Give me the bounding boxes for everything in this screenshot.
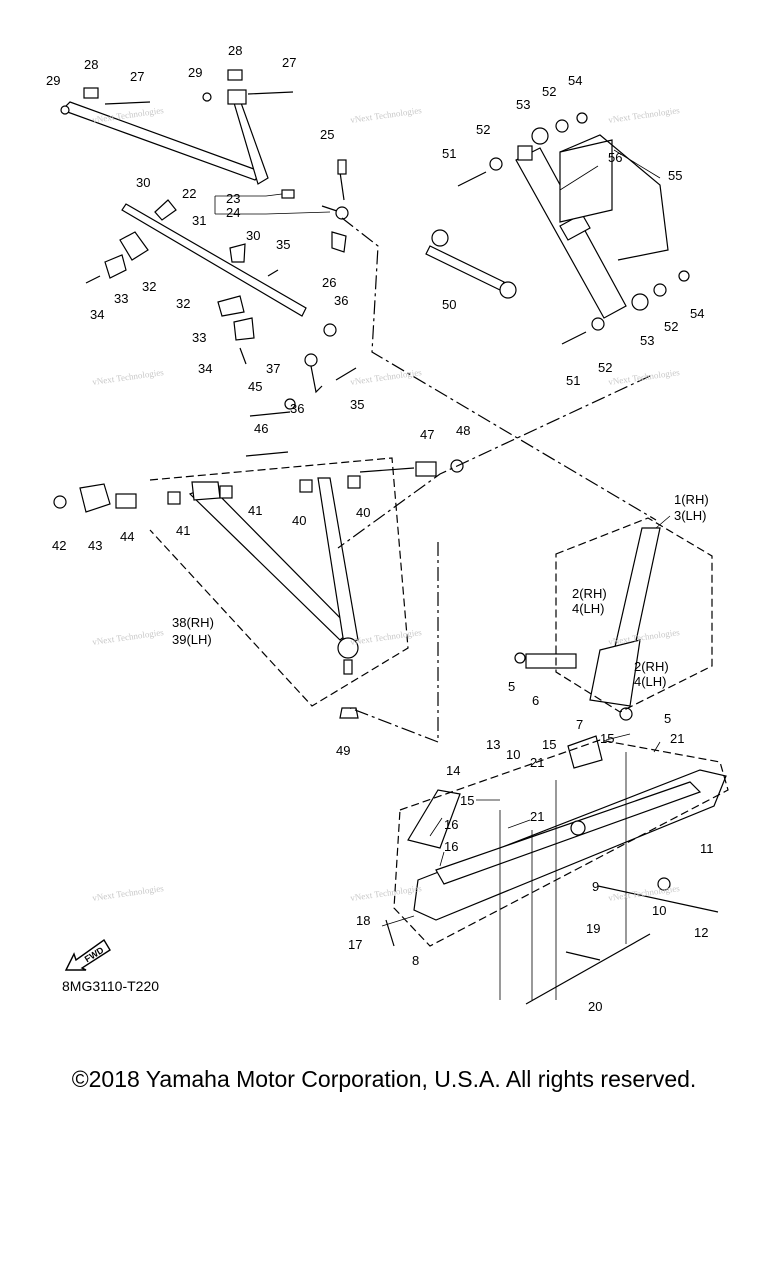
callout-53-upper: 53 [516,97,531,112]
callout-15-mid: 15 [460,793,475,808]
callout-36-lower: 36 [290,401,305,416]
callout-31: 31 [192,213,207,228]
callout-29-right: 29 [188,65,203,80]
callout-32-left: 32 [142,279,157,294]
callout-16-upper: 16 [444,817,459,832]
callout-52-upper-right: 52 [542,84,557,99]
forward-arrow-icon: FWD [64,938,111,971]
callout-37: 37 [266,361,281,376]
callout-43: 43 [88,538,103,553]
callout-51-lower: 51 [566,373,581,388]
callout-48: 48 [456,423,471,438]
callout-28-left: 28 [84,57,99,72]
ski-boundary [393,739,729,947]
callout-33-left: 33 [114,291,129,306]
callout-21-top-right: 21 [670,731,685,746]
callout-41-right: 41 [248,503,263,518]
callout-8: 8 [412,953,420,968]
callout-34-mid: 34 [198,361,213,376]
callout-46: 46 [254,421,269,436]
callout-21-top: 21 [530,755,545,770]
callout-44: 44 [120,529,135,544]
callout-52-lower-left: 52 [598,360,613,375]
callout-30-left: 30 [136,175,151,190]
callout-49: 49 [336,743,351,758]
callout-34-left: 34 [90,307,105,322]
callout-11: 11 [700,841,714,856]
callout-45: 45 [248,379,263,394]
callout-23: 23 [226,191,241,206]
spindle [514,527,661,721]
callout-14: 14 [446,763,461,778]
diagram-code: 8MG3110-T220 [62,978,160,994]
callout-53-lower: 53 [640,333,655,348]
callout-7: 7 [576,717,584,732]
callout-16-lower: 16 [444,839,459,854]
reference-line [337,217,657,743]
callout-20: 20 [588,999,603,1014]
ski [385,735,727,1005]
callout-1-rh: 1(RH) [674,492,709,507]
callout-18: 18 [356,913,371,928]
callout-3-lh: 3(LH) [674,508,707,523]
copyright-notice: ©2018 Yamaha Motor Corporation, U.S.A. A… [71,1066,697,1092]
callout-32-mid: 32 [176,296,191,311]
callout-47: 47 [420,427,435,442]
callout-38-rh: 38(RH) [172,615,214,630]
callout-55: 55 [668,168,683,183]
callout-52-lower-right: 52 [664,319,679,334]
callout-50: 50 [442,297,457,312]
callout-19: 19 [586,921,601,936]
callout-28-right: 28 [228,43,243,58]
steering-arm-assembly [60,69,349,253]
callout-52-upper-left: 52 [476,122,491,137]
callout-27-left: 27 [130,69,145,84]
callout-12: 12 [694,925,709,940]
callout-35-upper: 35 [276,237,291,252]
leader-lines [214,149,671,1000]
tie-rod-assembly [85,199,357,410]
callout-27-right: 27 [282,55,297,70]
callout-35-lower: 35 [350,397,365,412]
callout-54-lower: 54 [690,306,705,321]
callout-2-rh-upper: 2(RH) [572,586,607,601]
callout-36-upper: 36 [334,293,349,308]
callout-51-upper: 51 [442,146,457,161]
callout-10-top: 10 [506,747,521,762]
callout-25: 25 [320,127,335,142]
shock-absorber [457,112,690,345]
callout-26: 26 [322,275,337,290]
callout-30-mid: 30 [246,228,261,243]
callout-17: 17 [348,937,363,952]
callout-29-left: 29 [46,73,61,88]
tool-part-50 [425,229,517,299]
callout-4-lh-upper: 4(LH) [572,601,605,616]
callout-22: 22 [182,186,197,201]
callout-42: 42 [52,538,67,553]
callout-24: 24 [226,205,241,220]
callout-13: 13 [486,737,501,752]
callout-21-mid: 21 [530,809,545,824]
callout-9: 9 [592,879,600,894]
spindle-boundary [555,517,713,713]
a-arm [53,411,464,719]
callout-15-top: 15 [542,737,557,752]
callout-2-rh-lower: 2(RH) [634,659,669,674]
callout-41-left: 41 [176,523,191,538]
callout-10-right: 10 [652,903,667,918]
a-arm-boundary [149,457,409,707]
callout-5-left: 5 [508,679,516,694]
callout-40-left: 40 [292,513,307,528]
callout-6: 6 [532,693,540,708]
callout-40-right: 40 [356,505,371,520]
callout-54-upper: 54 [568,73,583,88]
callout-5-right: 5 [664,711,672,726]
callout-56: 56 [608,150,623,165]
callout-33-mid: 33 [192,330,207,345]
callout-15-top-right: 15 [600,731,615,746]
callout-39-lh: 39(LH) [172,632,212,647]
callout-4-lh-lower: 4(LH) [634,674,667,689]
